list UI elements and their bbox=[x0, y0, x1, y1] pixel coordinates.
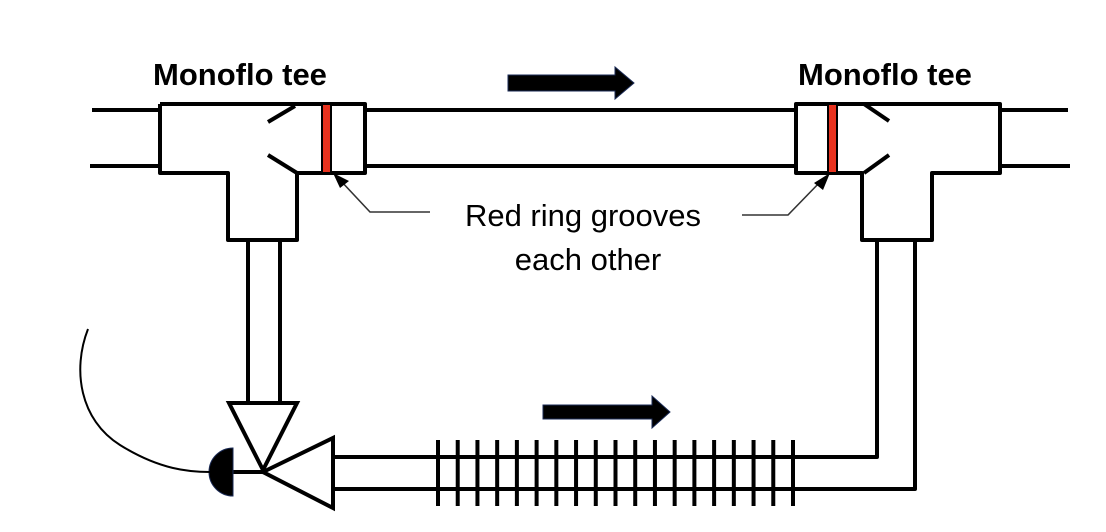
red-ring-right bbox=[827, 103, 838, 174]
right-tee-label: Monoflo tee bbox=[798, 57, 972, 92]
sensor-bulb-icon bbox=[208, 447, 234, 497]
right-riser bbox=[335, 240, 917, 491]
note-line-2: each other bbox=[515, 242, 662, 277]
flow-arrow-bottom-icon bbox=[542, 394, 671, 430]
red-ring-left bbox=[321, 103, 332, 174]
left-tee-label: Monoflo tee bbox=[153, 57, 327, 92]
supply-main bbox=[365, 108, 796, 168]
right-outlet-pipe bbox=[1000, 108, 1070, 168]
flow-arrow-top-icon bbox=[507, 65, 635, 101]
monoflo-tee-right bbox=[794, 102, 1002, 242]
monoflo-tee-left bbox=[158, 102, 367, 242]
note-line-1: Red ring grooves bbox=[465, 198, 701, 233]
capillary-line bbox=[79, 328, 211, 473]
left-inlet-pipe bbox=[90, 108, 160, 168]
thermostatic-valve-icon bbox=[225, 401, 335, 512]
leader-right bbox=[742, 173, 830, 216]
leader-left bbox=[333, 173, 430, 213]
finned-tube-baseboard bbox=[436, 440, 795, 506]
left-riser bbox=[246, 240, 282, 405]
